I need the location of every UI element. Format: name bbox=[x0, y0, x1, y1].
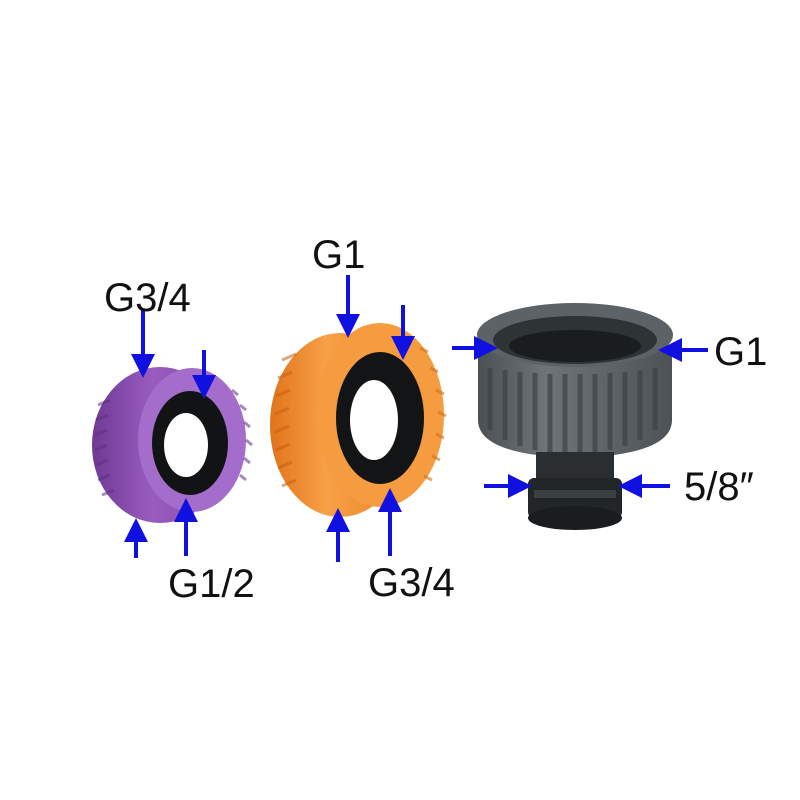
label-tap-nozzle: 5/8″ bbox=[684, 465, 754, 509]
dimension-arrows bbox=[124, 275, 708, 562]
label-orange-inner: G3/4 bbox=[368, 561, 455, 605]
label-tap-thread: G1 bbox=[714, 330, 767, 374]
label-orange-outer: G1 bbox=[312, 233, 365, 277]
orange-adapter bbox=[270, 323, 447, 517]
purple-adapter bbox=[92, 367, 253, 523]
label-purple-inner: G1/2 bbox=[168, 562, 255, 606]
grey-tap-connector bbox=[477, 303, 673, 530]
label-purple-outer: G3/4 bbox=[104, 276, 191, 320]
